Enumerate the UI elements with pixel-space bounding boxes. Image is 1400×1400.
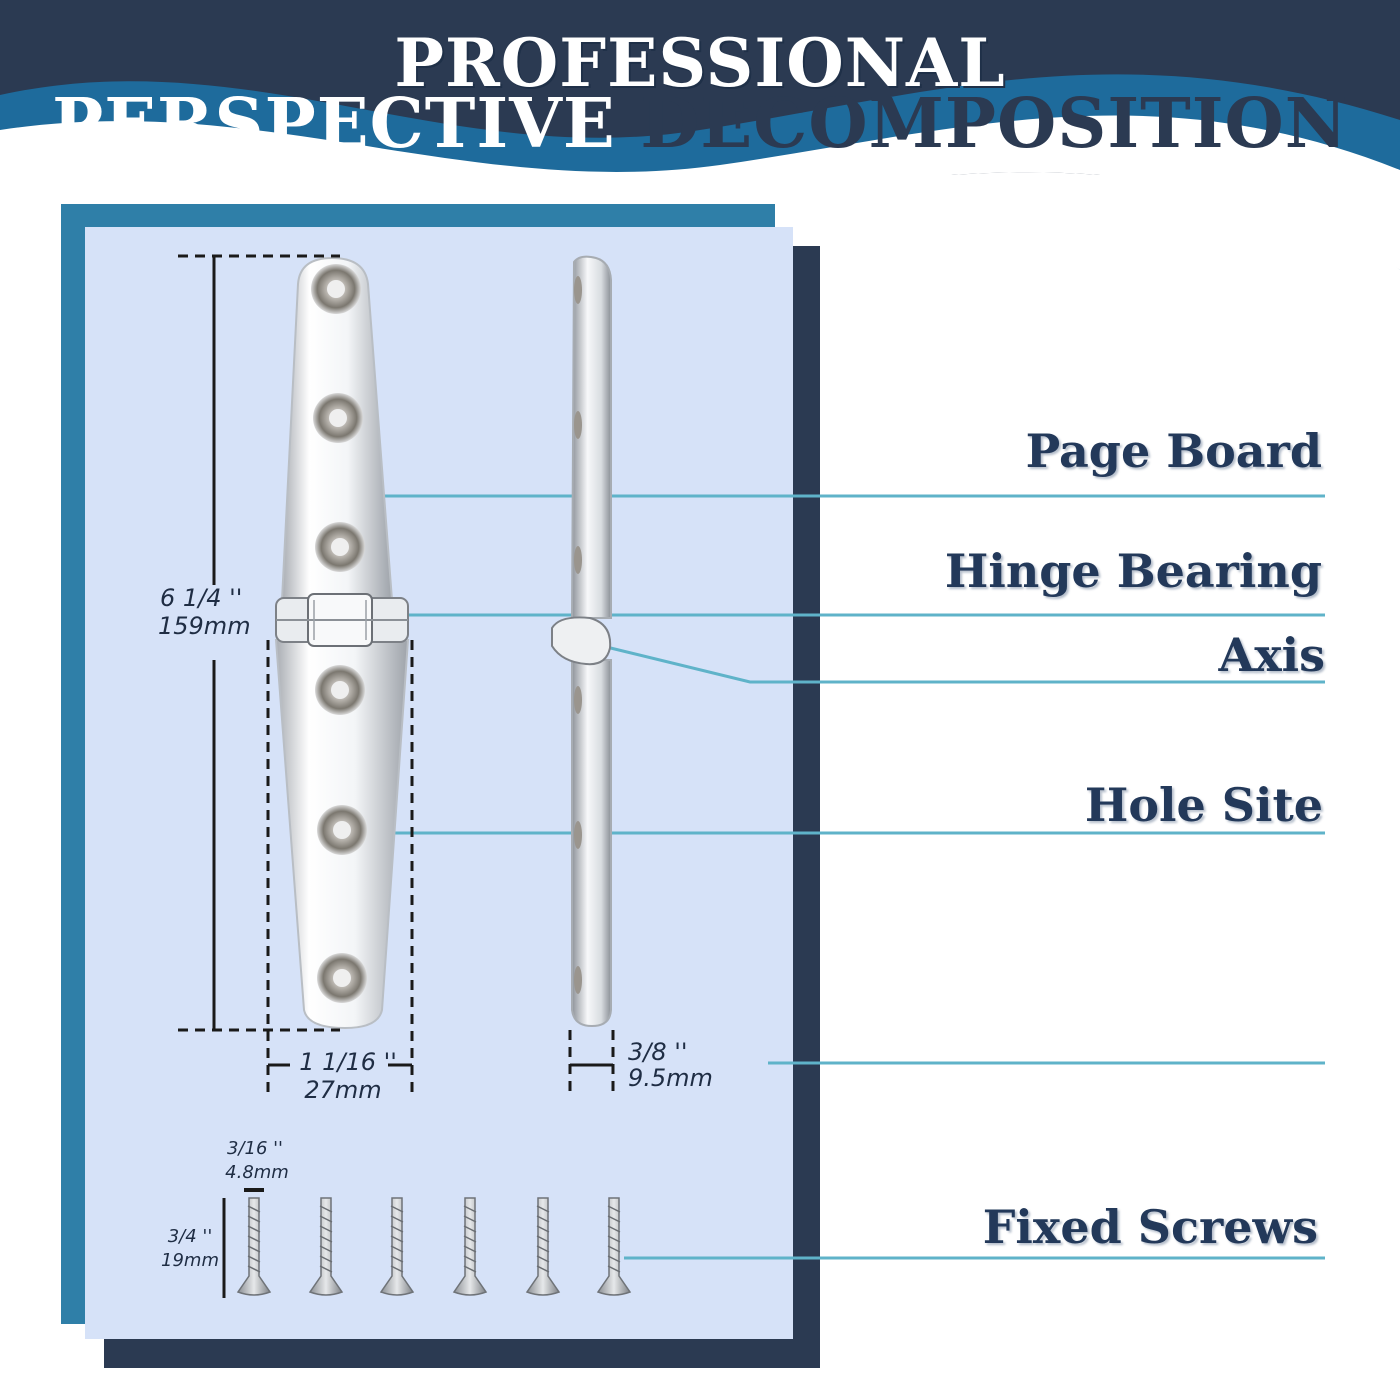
label-fixed-screws: Fixed Screws bbox=[982, 1200, 1318, 1254]
dim-width-in: 1 1/16 '' bbox=[299, 1048, 397, 1076]
title-line-1: PROFESSIONAL bbox=[394, 24, 1006, 102]
screw-2 bbox=[308, 1197, 344, 1296]
dim-thickness-mm: 9.5mm bbox=[628, 1064, 713, 1092]
title-word-perspective: PERSPECTIVE bbox=[52, 84, 616, 164]
dim-screw-diameter-in: 3/16 '' bbox=[226, 1138, 284, 1159]
screw-1 bbox=[236, 1197, 272, 1296]
screw-6 bbox=[596, 1197, 632, 1296]
label-axis: Axis bbox=[1218, 628, 1326, 682]
title-word-decomposition: DECOMPOSITION bbox=[640, 84, 1348, 164]
hinge-front-view bbox=[274, 256, 410, 1030]
screws bbox=[236, 1197, 632, 1296]
knuckle bbox=[275, 593, 409, 647]
screw-3 bbox=[379, 1197, 415, 1296]
dim-screw-length-mm: 19mm bbox=[161, 1250, 219, 1271]
leader-axis bbox=[589, 641, 1325, 684]
light-panel bbox=[85, 227, 793, 1339]
dim-screw-diameter-mm: 4.8mm bbox=[225, 1162, 289, 1183]
title-line-2: PERSPECTIVE DECOMPOSITION bbox=[0, 88, 1400, 160]
screw-5 bbox=[525, 1197, 561, 1296]
dim-length-in: 6 1/4 '' bbox=[160, 584, 243, 612]
screw-holes bbox=[311, 264, 367, 1003]
dimension-lines bbox=[178, 254, 615, 1298]
label-hole-site: Hole Site bbox=[1084, 778, 1323, 832]
label-hinge-bearing: Hinge Bearing bbox=[944, 544, 1322, 598]
hinge-side-view bbox=[551, 255, 612, 1028]
dim-width-mm: 27mm bbox=[304, 1076, 382, 1104]
leader-lines bbox=[348, 494, 1325, 1260]
dim-length-mm: 159mm bbox=[158, 612, 251, 640]
label-page-board: Page Board bbox=[1025, 424, 1322, 478]
screw-4 bbox=[452, 1197, 488, 1296]
dim-thickness-in: 3/8 '' bbox=[628, 1038, 688, 1066]
dim-screw-length-in: 3/4 '' bbox=[167, 1226, 213, 1247]
